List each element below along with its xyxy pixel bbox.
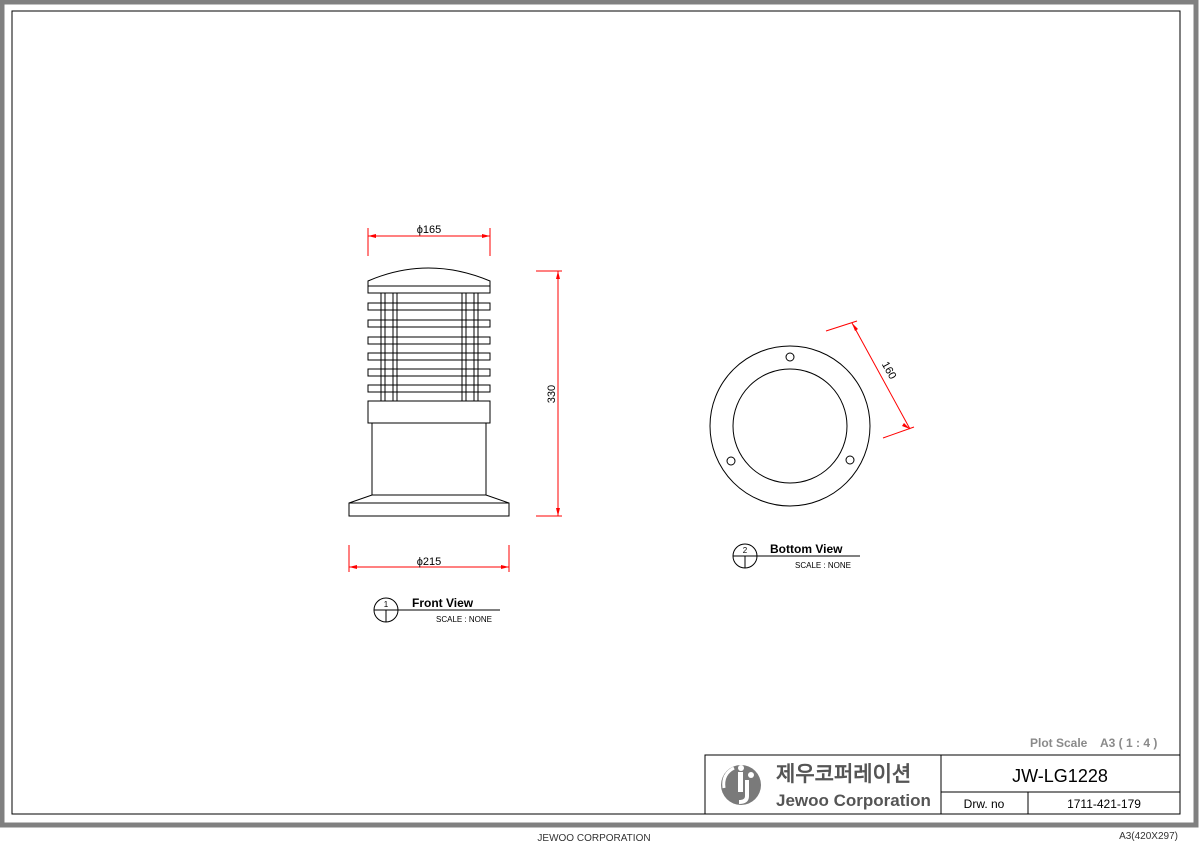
- company-korean-name: 제우코퍼레이션: [776, 762, 911, 786]
- bottom-view-callout: [732, 543, 860, 569]
- model-number: JW-LG1228: [1012, 766, 1108, 786]
- louver-fin: [367, 384, 491, 393]
- base-flange: [348, 494, 510, 517]
- outer-ring: [709, 345, 871, 507]
- bottom-dimensions: [825, 320, 915, 439]
- mount-hole: [845, 455, 855, 465]
- drawing-number: 1711-421-179: [1067, 797, 1141, 811]
- height-label: 330: [546, 385, 558, 403]
- title-block: [704, 754, 1181, 815]
- collar: [367, 400, 491, 424]
- dome-cap: [367, 267, 491, 287]
- front-view-number: 1: [384, 600, 389, 609]
- body: [371, 422, 487, 496]
- base-diameter-label: ϕ215: [417, 556, 442, 568]
- plot-scale-value: A3 ( 1 : 4 ): [1100, 736, 1157, 750]
- louver-fin: [367, 336, 491, 345]
- louver-fin: [367, 368, 491, 377]
- front-view-callout: [373, 597, 500, 623]
- front-dimensions: [348, 228, 562, 572]
- louver-posts: [380, 293, 479, 401]
- mount-hole: [785, 352, 795, 362]
- plot-scale-label: Plot Scale: [1030, 736, 1088, 750]
- mount-hole: [726, 456, 736, 466]
- bottom-view-scale: SCALE : NONE: [795, 561, 851, 570]
- front-view-title: Front View: [412, 596, 474, 610]
- louver-fin: [367, 319, 491, 328]
- front-view-scale: SCALE : NONE: [436, 615, 492, 624]
- drawing-number-label: Drw. no: [964, 797, 1005, 811]
- louver-fin: [367, 302, 491, 311]
- bottom-view-drawing: [709, 345, 871, 507]
- company-logo: [721, 765, 761, 805]
- footer-paper-size: A3(420X297): [1119, 831, 1178, 842]
- top-diameter-label: ϕ165: [417, 224, 442, 236]
- bottom-view-title: Bottom View: [770, 542, 843, 556]
- company-english-name: Jewoo Corporation: [776, 791, 931, 810]
- bottom-view-number: 2: [743, 546, 748, 555]
- inner-opening: [732, 368, 848, 484]
- louver-fin: [367, 352, 491, 361]
- inner-border: [11, 10, 1181, 815]
- front-view-drawing: [348, 267, 510, 517]
- louver-fin: [367, 285, 491, 294]
- footer-company: JEWOO CORPORATION: [537, 833, 650, 844]
- outer-frame: [0, 0, 1199, 828]
